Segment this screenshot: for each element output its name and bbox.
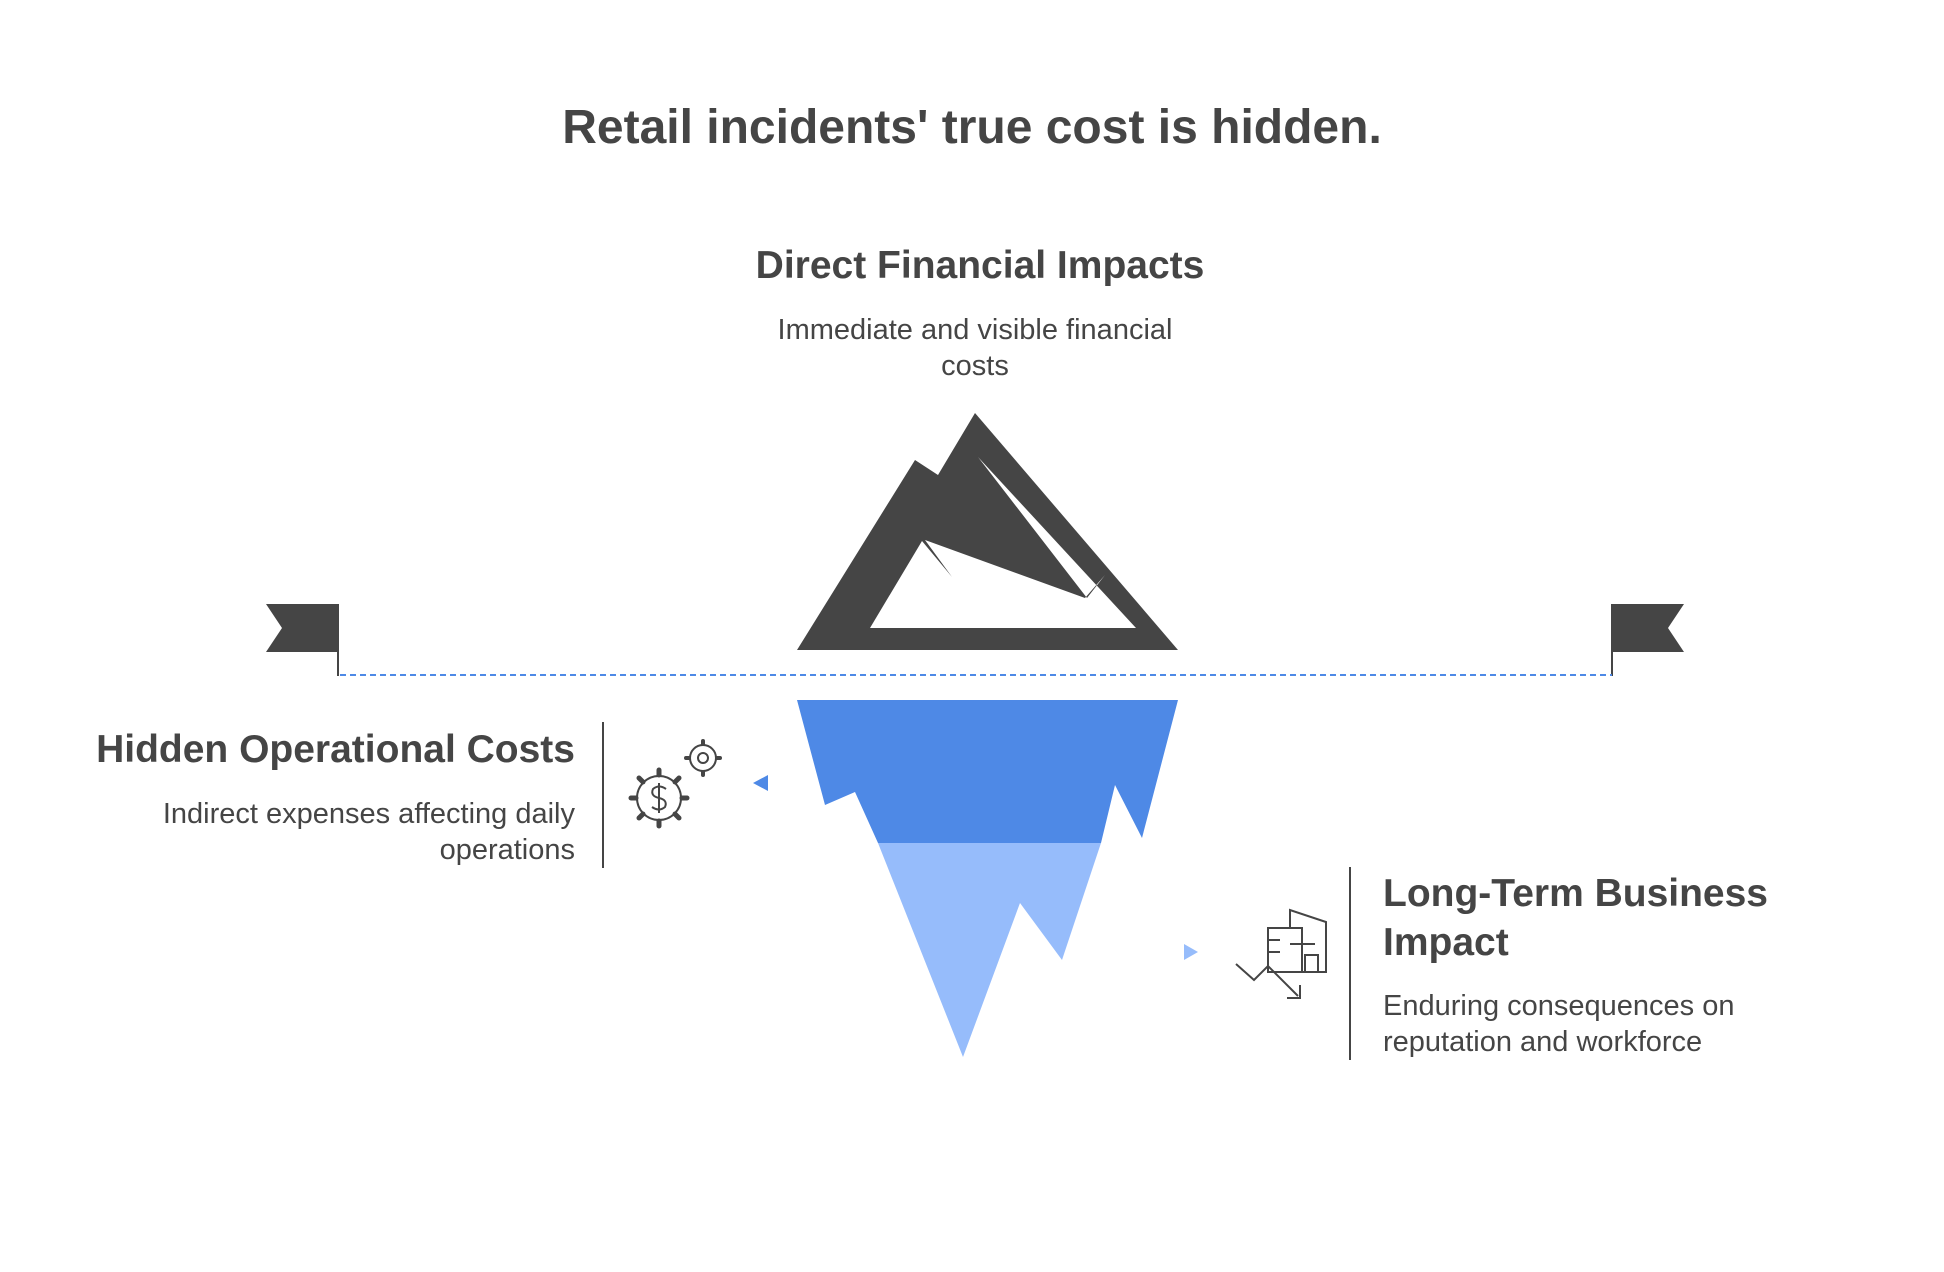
top-description: Immediate and visible financial costs	[777, 314, 1173, 383]
bottom-pointer	[1184, 944, 1198, 960]
middle-description: Indirect expenses affecting daily operat…	[162, 798, 575, 867]
page-title: Retail incidents' true cost is hidden.	[562, 101, 1382, 154]
left-flag-icon	[266, 604, 339, 676]
middle-pointer	[753, 775, 768, 791]
right-flag-icon	[1611, 604, 1684, 676]
top-heading: Direct Financial Impacts	[755, 244, 1205, 287]
building-decline-icon	[1235, 908, 1327, 999]
middle-heading: Hidden Operational Costs	[96, 728, 575, 771]
iceberg-mid-band	[797, 700, 1178, 843]
iceberg-deep-band	[878, 843, 1101, 1057]
iceberg-tip	[797, 413, 1178, 650]
bottom-description: Enduring consequences on reputation and …	[1383, 990, 1735, 1059]
gear-dollar-icon	[628, 739, 722, 829]
bottom-heading: Long-Term Business Impact	[1383, 872, 1768, 964]
